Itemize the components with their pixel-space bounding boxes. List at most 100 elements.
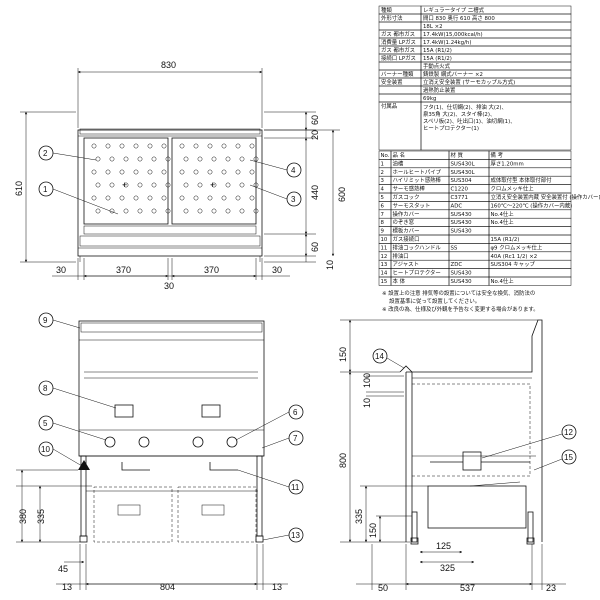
front-body: [78, 320, 265, 457]
dim-20: 20: [310, 130, 320, 140]
pipe-hole: [211, 208, 217, 214]
balloon-15: 15: [533, 449, 577, 471]
adjuster-left: [79, 535, 88, 543]
pipe-hole: [137, 208, 143, 214]
parts-cell-text: 厚さ1.20mm: [491, 160, 524, 167]
pipe-hole: [147, 169, 153, 175]
dim-600: 600: [337, 187, 347, 202]
parts-cell-text: ZDC: [451, 262, 463, 268]
dim-60-top: 60: [310, 115, 320, 125]
pipe-hole: [123, 156, 129, 162]
dim-335-side: 335: [354, 509, 364, 524]
pipe-hole: [235, 143, 241, 149]
thermostat-right: [226, 436, 238, 448]
spec-value: 手動点火式: [423, 62, 451, 70]
pipe-hole: [253, 208, 259, 214]
parts-cell-text: 排油コックハンドル: [393, 243, 442, 251]
spec-label: 種類: [381, 6, 392, 14]
spec-value: 鋳鉄製 網式バーナー ×2: [423, 70, 483, 78]
parts-cell-text: 15A (R1/2): [491, 237, 520, 243]
pipe-hole: [225, 156, 231, 162]
drain-pan-left: [93, 486, 173, 543]
parts-cell-text: のぞき窓: [393, 218, 415, 226]
vat-right: [171, 137, 257, 225]
parts-cell-text: 7: [381, 212, 384, 218]
spec-label: バーナー種類: [381, 70, 414, 78]
dim-100: 100: [362, 373, 372, 388]
balloon-4: 4: [249, 159, 302, 178]
pipe-hole: [249, 169, 255, 175]
exhaust-grille: [79, 128, 261, 135]
dim-800: 800: [338, 453, 348, 468]
parts-cell-text: 6: [381, 203, 385, 209]
parts-cell: [488, 268, 572, 278]
pipe-hole: [239, 182, 245, 188]
gas-cock-right: [192, 436, 204, 448]
pipe-hole: [179, 195, 185, 201]
dim-804: 804: [160, 582, 175, 592]
pipe-hole: [109, 156, 115, 162]
pipe-hole: [147, 143, 153, 149]
note-2: 設置基準に従って設置してください。: [382, 297, 480, 305]
pipe-hole: [91, 169, 97, 175]
top-view: + +: [77, 128, 263, 262]
pipe-hole: [193, 195, 199, 201]
notes: ※ 設置上の注意 排気等の設置については安全な換気、消防法の 設置基準に従って設…: [382, 289, 539, 313]
parts-cell-text: SUS430: [451, 279, 473, 285]
spec-label: 付属品: [381, 102, 397, 110]
pipe-hole: [137, 156, 143, 162]
dim-30-c: 30: [272, 265, 282, 275]
pipe-hole: [105, 169, 111, 175]
pipe-hole: [249, 143, 255, 149]
parts-header-cell: 品 名: [393, 151, 406, 159]
parts-cell: [488, 276, 572, 286]
parts-header-cell: 備 考: [491, 151, 504, 159]
parts-cell-text: SS: [451, 245, 458, 251]
spec-label: 安全装置: [381, 78, 403, 86]
drain-mark-right: +: [210, 180, 215, 190]
pipe-hole: [165, 156, 171, 162]
dim-150-top: 150: [338, 347, 348, 362]
spec-value: 15A (R1/2): [423, 48, 452, 54]
balloon-14: 14: [372, 348, 405, 369]
parts-cell-text: 160℃〜220℃ (操作カバー内蔵): [491, 201, 573, 209]
balloon-8: 8: [38, 380, 117, 409]
pipe-hole: [221, 169, 227, 175]
spec-row-value-cell: [420, 93, 572, 103]
spec-value-line: ヒートプロテクター(1): [423, 124, 479, 132]
parts-cell-text: 5: [381, 195, 384, 201]
pipe-hole: [235, 169, 241, 175]
pipe-hole: [197, 182, 203, 188]
parts-cell-text: 操作カバー: [393, 210, 420, 218]
pipe-hole: [147, 195, 153, 201]
pipe-hole: [183, 156, 189, 162]
front-grille: [80, 322, 263, 333]
parts-cell-text: アジャスト: [393, 261, 419, 268]
pipe-hole: [151, 208, 157, 214]
dim-60-bottom: 60: [310, 242, 320, 252]
pipe-hole: [197, 208, 203, 214]
side-view-dimensions: 150 800 100 10 335 150 125 325 50 537 23: [338, 319, 566, 593]
svg-text:9: 9: [43, 316, 48, 325]
top-body-outline: [77, 129, 263, 257]
dim-325: 325: [440, 563, 455, 573]
svg-text:14: 14: [375, 352, 384, 361]
spec-label: 消費量 LPガス: [381, 38, 416, 46]
pipe-hole: [207, 143, 213, 149]
parts-cell-text: サーモスタット: [393, 201, 431, 209]
parts-cell-text: SUS430L: [451, 161, 475, 167]
parts-cell: [488, 226, 572, 236]
spec-label: 外形寸法: [381, 14, 403, 22]
parts-cell-text: 3: [381, 178, 384, 184]
parts-cell-text: 12: [381, 254, 388, 260]
parts-cell-text: No.4仕上: [491, 218, 515, 226]
pipe-hole: [95, 182, 101, 188]
pipe-hole: [183, 182, 189, 188]
parts-cell-text: ホールヒートパイプ: [393, 169, 442, 176]
parts-cell-text: 立消え安全装置内蔵 安全装置付 (操作カバー内蔵): [491, 193, 600, 201]
pipe-hole: [133, 143, 139, 149]
dim-10-side: 10: [362, 398, 372, 408]
